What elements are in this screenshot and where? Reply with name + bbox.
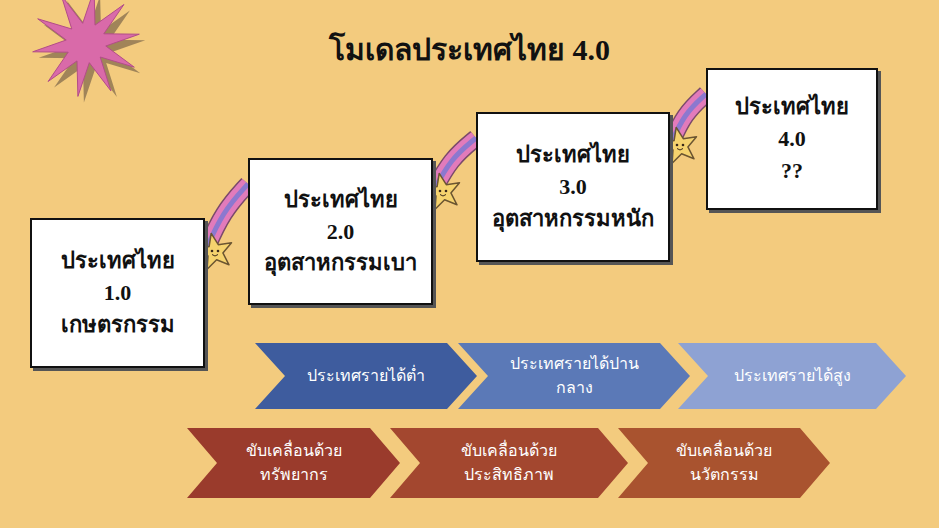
driver-chevron: ขับเคลื่อนด้วย ทรัพยากร [187, 428, 400, 498]
stage-label: ประเทศไทย [516, 139, 630, 171]
chevron-shape [458, 343, 690, 409]
star-smile [677, 149, 683, 151]
stage-label: 1.0 [104, 277, 132, 309]
stage-label: เกษตรกรรม [61, 309, 175, 341]
stage-label: ประเทศไทย [61, 245, 175, 277]
chevron-label: ขับเคลื่อนด้วย ทรัพยากร [225, 439, 362, 487]
stage-box: ประเทศไทย2.0อุตสาหกรรมเบา [248, 158, 433, 305]
chevron-fill [678, 343, 906, 409]
chevron-shape [390, 428, 628, 498]
stage-label: 4.0 [778, 123, 806, 155]
chevron-label: ขับเคลื่อนด้วย นวัตกรรม [656, 439, 792, 487]
chevron-label: ประเทศรายได้ต่ำ [307, 364, 425, 388]
star-smile [440, 195, 446, 197]
stage-label: ?? [781, 155, 803, 187]
star-eye [439, 190, 442, 193]
star-eye [211, 250, 214, 253]
star-smile [212, 255, 218, 257]
chevron-fill [458, 343, 690, 409]
chevron-shape [618, 428, 830, 498]
chevron-label: ขับเคลื่อนด้วย ประสิทธิภาพ [428, 439, 590, 487]
starburst [33, 0, 140, 96]
star-eye [682, 144, 685, 147]
stage-label: ประเทศไทย [284, 184, 398, 216]
chevron-fill [187, 428, 400, 498]
stage-box: ประเทศไทย4.0?? [706, 68, 878, 210]
chevron-fill [255, 343, 477, 409]
chevron-label: ประเทศรายได้สูง [734, 364, 851, 388]
stage-label: 3.0 [559, 171, 587, 203]
driver-chevron: ขับเคลื่อนด้วย นวัตกรรม [618, 428, 830, 498]
income-chevron: ประเทศรายได้ต่ำ [255, 343, 477, 409]
driver-chevron: ขับเคลื่อนด้วย ประสิทธิภาพ [390, 428, 628, 498]
stage-label: ประเทศไทย [735, 91, 849, 123]
star-eye [676, 144, 679, 147]
stage-box: ประเทศไทย3.0อุตสาหกรรมหนัก [476, 112, 670, 262]
star-eye [217, 250, 220, 253]
stage-label: อุตสาหกรรมหนัก [492, 203, 654, 235]
stage-label: อุตสาหกรรมเบา [264, 247, 417, 279]
star-eye [445, 190, 448, 193]
chevron-fill [390, 428, 628, 498]
chevron-label: ประเทศรายได้ปาน กลาง [496, 352, 652, 400]
chevron-fill [618, 428, 830, 498]
income-chevron: ประเทศรายได้ปาน กลาง [458, 343, 690, 409]
stage-box: ประเทศไทย1.0เกษตรกรรม [30, 218, 205, 368]
diagram-title: โมเดลประเทศไทย 4.0 [0, 26, 939, 73]
income-chevron: ประเทศรายได้สูง [678, 343, 906, 409]
chevron-shape [187, 428, 400, 498]
stage-label: 2.0 [327, 216, 355, 248]
